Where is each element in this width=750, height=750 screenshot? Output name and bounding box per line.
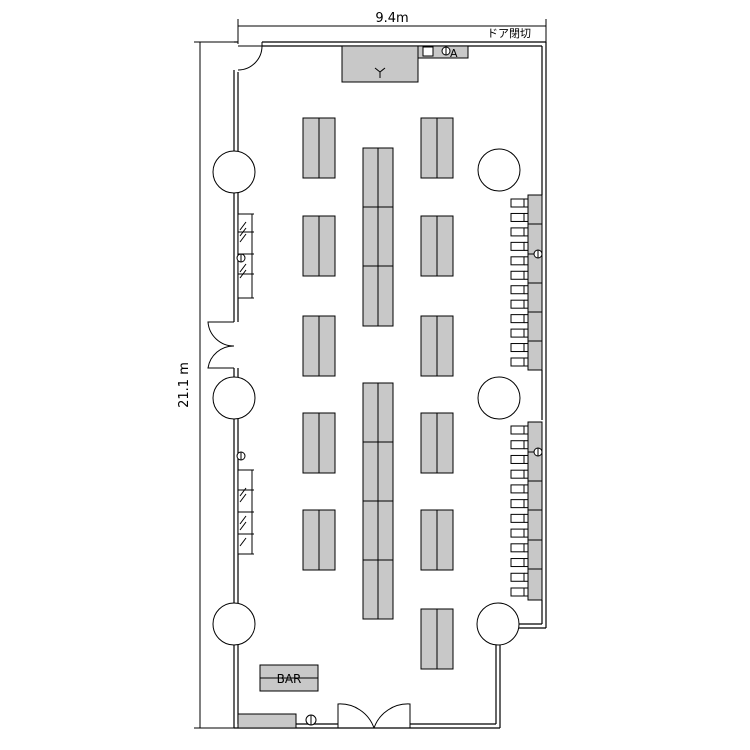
chair-icon — [510, 314, 528, 324]
tables-left-column — [302, 117, 336, 571]
door-top-left — [237, 42, 263, 71]
width-label: 9.4m — [375, 11, 408, 26]
table — [302, 315, 336, 377]
chair-icon — [510, 572, 528, 582]
pillar — [477, 148, 521, 192]
chair-icon — [510, 528, 528, 538]
chair-icon — [510, 469, 528, 479]
door-bottom — [337, 703, 411, 729]
chair-icon — [510, 285, 528, 295]
table — [302, 215, 336, 277]
chair-icon — [510, 587, 528, 597]
pillar — [212, 376, 256, 420]
door-closed-label: ドア閉切 — [487, 27, 531, 40]
chair-icon — [510, 543, 528, 553]
dimension-left: 21.1 m — [177, 41, 234, 729]
chair-icon — [510, 440, 528, 450]
chair-icon — [510, 328, 528, 338]
door-left-middle — [207, 321, 235, 369]
coat-rack-lower — [236, 451, 254, 555]
chair-icon — [510, 241, 528, 251]
chair-icon — [510, 484, 528, 494]
pillar — [476, 602, 520, 646]
bar-label: BAR — [277, 672, 302, 686]
pa-label: A — [450, 47, 458, 60]
chair-icon — [510, 227, 528, 237]
chair-icon — [510, 558, 528, 568]
pillars — [212, 148, 521, 646]
table — [302, 117, 336, 179]
table — [302, 412, 336, 474]
pillar — [477, 376, 521, 420]
bottom-counter — [237, 713, 317, 729]
stage — [341, 45, 419, 83]
bar-counter: BAR — [259, 664, 319, 692]
table — [420, 315, 454, 377]
dimension-top: 9.4m — [237, 11, 547, 44]
table — [420, 117, 454, 179]
chair-icon — [510, 198, 528, 208]
chair-icon — [510, 499, 528, 509]
table — [302, 509, 336, 571]
height-label: 21.1 m — [177, 362, 192, 408]
chair-icon — [510, 425, 528, 435]
chair-icon — [510, 270, 528, 280]
tables-right-column — [420, 117, 454, 670]
chair-icon — [510, 454, 528, 464]
chair-icon — [510, 212, 528, 222]
chair-icon — [510, 256, 528, 266]
table — [420, 215, 454, 277]
pa-equipment: A — [417, 45, 469, 60]
chair-icon — [510, 357, 528, 367]
seating-row-upper — [510, 194, 543, 371]
seating-row-lower — [510, 421, 543, 601]
pillar — [212, 602, 256, 646]
table — [420, 608, 454, 670]
chair-icon — [510, 343, 528, 353]
table — [420, 509, 454, 571]
chair-icon — [510, 513, 528, 523]
coat-rack-upper — [236, 213, 254, 299]
buffet-table-upper — [362, 147, 394, 327]
pillar — [212, 150, 256, 194]
table — [420, 412, 454, 474]
chair-icon — [510, 299, 528, 309]
buffet-table-lower — [362, 382, 394, 620]
